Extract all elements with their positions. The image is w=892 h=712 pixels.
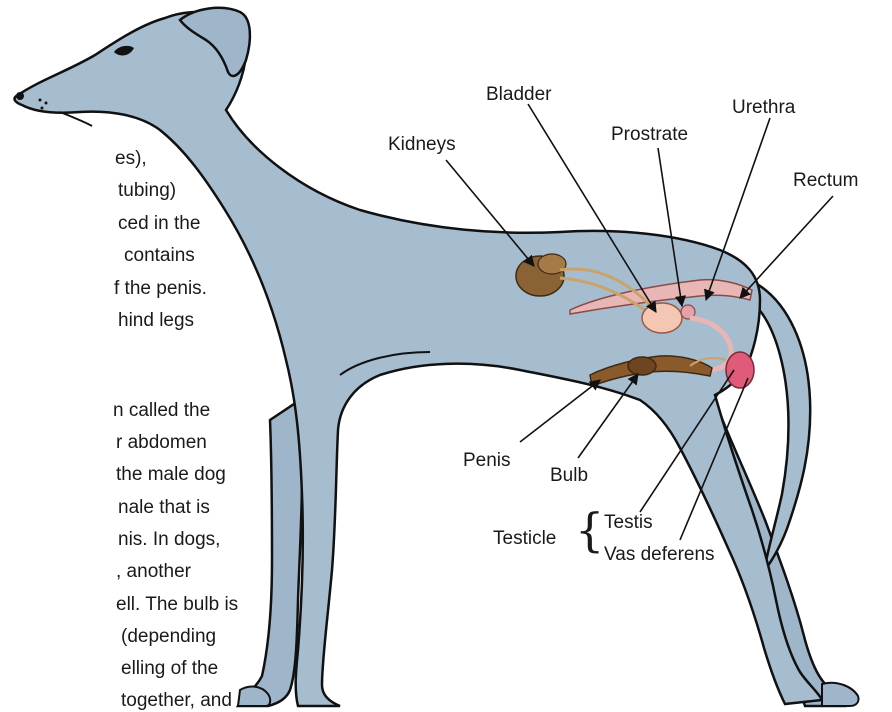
label-bulb: Bulb (550, 465, 588, 487)
bulb-organ-icon (628, 357, 656, 375)
label-penis: Penis (463, 450, 511, 472)
nose-icon (16, 92, 24, 100)
label-testis: Testis (604, 512, 653, 534)
far-front-leg (238, 400, 302, 706)
penis-leader-line (520, 380, 600, 442)
dog-body (15, 12, 822, 706)
bladder-organ-icon (642, 303, 682, 333)
label-rectum: Rectum (793, 170, 858, 192)
label-urethra: Urethra (732, 97, 795, 119)
label-prostrate: Prostrate (611, 124, 688, 146)
label-vas-deferens: Vas deferens (604, 544, 715, 566)
rectum-leader-line (740, 196, 833, 298)
label-testicle: Testicle (493, 528, 556, 550)
testicle-brace-icon: { (575, 507, 604, 553)
label-kidneys: Kidneys (388, 134, 456, 156)
testis-organ-icon (726, 352, 754, 388)
label-bladder: Bladder (486, 84, 552, 106)
